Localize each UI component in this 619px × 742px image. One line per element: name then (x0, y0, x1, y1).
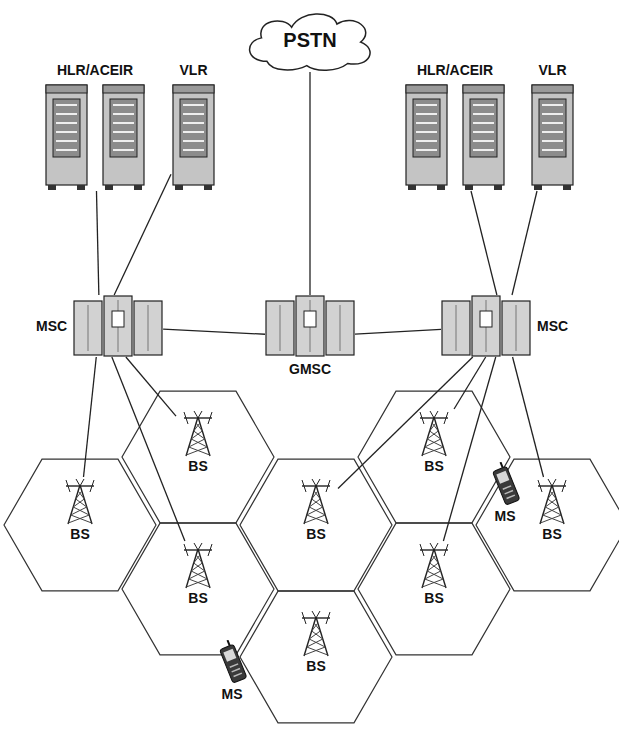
cell-hexagon (358, 391, 510, 523)
tower-icon (294, 609, 338, 657)
tower-icon (176, 541, 220, 589)
tower-icon (294, 477, 338, 525)
node-label: HLR/ACEIR (417, 62, 493, 79)
link-line (126, 357, 176, 416)
node-label: BS (540, 526, 563, 543)
node-label: GMSC (289, 361, 331, 378)
server-icon (530, 83, 575, 191)
tower-icon (412, 409, 456, 457)
base-station: BS (530, 477, 574, 543)
link-line (513, 357, 544, 477)
switching-center: MSC (441, 295, 568, 357)
cell-hexagon (122, 523, 274, 655)
cell-hexagon (476, 459, 619, 591)
node-label: BS (186, 590, 209, 607)
node-label: MSC (537, 318, 568, 335)
switching-center: MSC (36, 295, 163, 357)
tower-icon (412, 541, 456, 589)
node-label: VLR (539, 62, 567, 79)
link-line (309, 72, 310, 295)
link-line (163, 329, 265, 334)
link-line (355, 329, 441, 334)
node-label: MS (493, 508, 518, 525)
base-station: BS (294, 609, 338, 675)
switch-icon (265, 295, 355, 357)
mobile-station: MS (490, 462, 520, 525)
server-icon (171, 83, 216, 191)
link-line (96, 191, 98, 295)
base-station: BS (176, 409, 220, 475)
server-group: VLR (171, 62, 216, 191)
node-label: BS (186, 458, 209, 475)
node-label: BS (304, 658, 327, 675)
link-line (454, 357, 486, 409)
base-station: BS (176, 541, 220, 607)
base-station: BS (294, 477, 338, 543)
base-station: BS (412, 541, 456, 607)
node-label: MSC (36, 318, 67, 335)
server-group: HLR/ACEIR (404, 62, 506, 191)
mobile-station: MS (217, 640, 247, 703)
base-station: BS (58, 477, 102, 543)
link-line (512, 191, 537, 295)
phone-icon (490, 462, 520, 507)
server-group: HLR/ACEIR (44, 62, 146, 191)
server-icon (44, 83, 146, 191)
link-line (338, 357, 473, 489)
link-line (112, 357, 185, 541)
node-label: BS (422, 458, 445, 475)
tower-icon (58, 477, 102, 525)
tower-icon (530, 477, 574, 525)
link-line (114, 174, 171, 295)
network-cloud: PSTN (240, 8, 380, 72)
server-icon (404, 83, 506, 191)
base-station: BS (412, 409, 456, 475)
node-label: BS (68, 526, 91, 543)
node-label: MS (220, 686, 245, 703)
server-group: VLR (530, 62, 575, 191)
switch-icon (441, 295, 531, 357)
link-line (471, 191, 497, 295)
node-label: HLR/ACEIR (57, 62, 133, 79)
tower-icon (176, 409, 220, 457)
node-label: BS (304, 526, 327, 543)
link-line (443, 357, 495, 541)
cell-hexagon (4, 459, 156, 591)
phone-icon (217, 640, 247, 685)
gateway-switch: GMSC (265, 295, 355, 378)
node-label: PSTN (283, 29, 336, 51)
switch-icon (73, 295, 163, 357)
node-label: VLR (180, 62, 208, 79)
node-label: BS (422, 590, 445, 607)
link-line (84, 357, 97, 477)
cell-hexagon (240, 591, 392, 723)
cell-hexagon (122, 391, 274, 523)
cell-hexagon (240, 459, 392, 591)
cell-hexagon (358, 523, 510, 655)
